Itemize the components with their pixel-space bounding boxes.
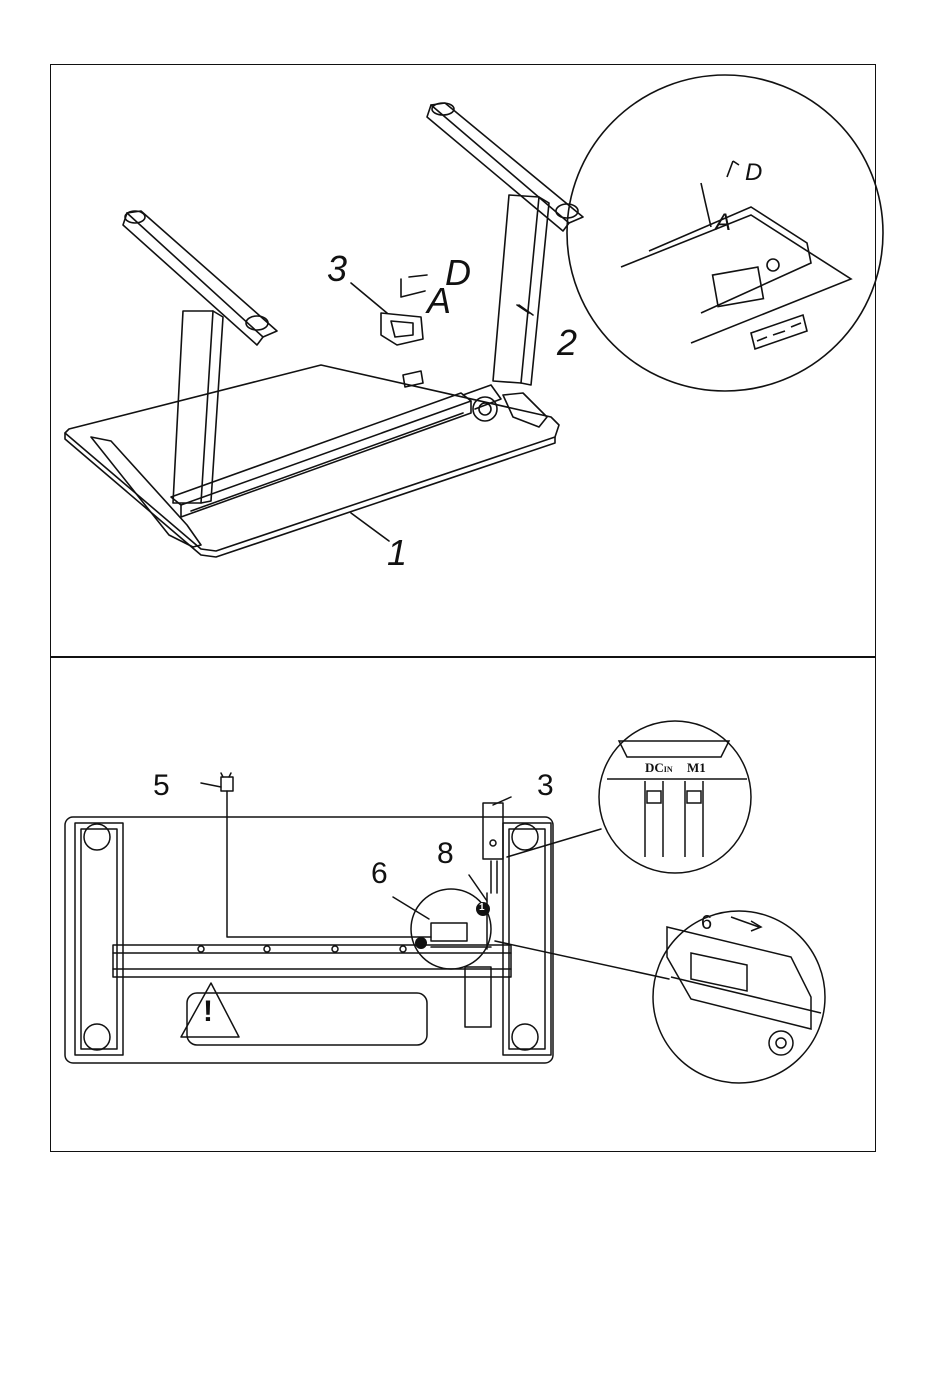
callout-power-cord: 5: [153, 771, 170, 801]
cable-clip-highlight: [411, 889, 491, 969]
left-arm: [127, 211, 277, 337]
crossbar: [171, 393, 471, 505]
zoom-callout-cable-clip: 6: [701, 913, 712, 933]
motor-top-view: [465, 967, 491, 1027]
callout-cable-clip: 6: [371, 859, 388, 889]
callout-control-box: 3: [327, 251, 347, 287]
warning-exclamation: !: [203, 997, 213, 1027]
right-column: [493, 195, 539, 383]
assembly-panel-1: 1 2 3 A D D A: [50, 64, 876, 658]
power-cord: [227, 791, 431, 937]
zoom-circle-clip: [653, 911, 825, 1083]
zoom-callout-screw-a: A: [715, 211, 731, 235]
callout-desktop: 1: [387, 535, 407, 571]
right-leg-frame: [503, 823, 551, 1055]
right-foot: [503, 393, 547, 427]
control-box: [381, 313, 423, 345]
callout-frame: 2: [557, 325, 577, 361]
desk-frame-drawing: [51, 65, 877, 659]
callout-hex-key-d: D: [445, 255, 471, 291]
port-dc-in-label: DCIN: [645, 761, 673, 774]
left-leg-frame: [75, 823, 123, 1055]
zoom-callout-hex-key-d: D: [745, 161, 762, 185]
cable-routing-drawing: [51, 657, 877, 1153]
desktop-top-view: [65, 817, 553, 1063]
step-marker: 1: [479, 903, 485, 913]
zoom-circle-ports: [599, 721, 751, 873]
port-m1-label: M1: [687, 761, 706, 774]
crossbar-top-view: [113, 945, 511, 977]
assembly-panel-2: 5 6 3 8 1 DCIN M1 6 !: [50, 656, 876, 1152]
control-box-top-view: [483, 803, 503, 859]
callout-control-box: 3: [537, 771, 554, 801]
callout-motor-cable: 8: [437, 839, 454, 869]
left-column: [173, 311, 213, 503]
